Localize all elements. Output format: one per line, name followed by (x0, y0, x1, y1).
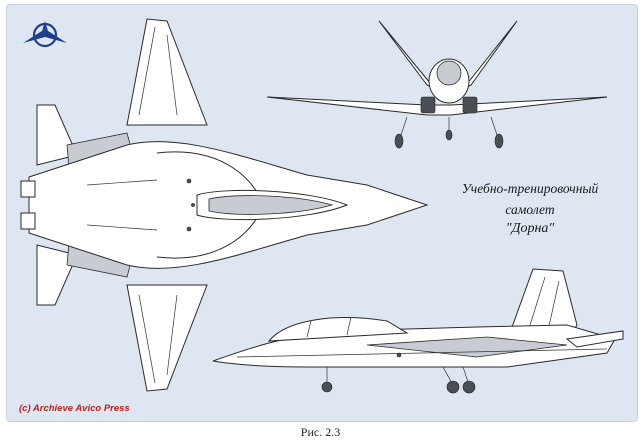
drawing-sheet: Учебно-тренировочный самолет "Дорна" (c)… (6, 4, 638, 422)
title-line-2: самолет (505, 202, 555, 217)
top-view (20, 18, 429, 392)
copyright-credit: (c) Archieve Avico Press (19, 403, 130, 414)
publisher-logo-icon (23, 21, 67, 48)
title-line-3: "Дорна" (505, 221, 555, 236)
side-view (212, 268, 624, 394)
aircraft-three-view-drawing (20, 18, 624, 394)
front-view (266, 20, 608, 149)
figure-caption: Рис. 2.3 (300, 425, 341, 439)
title-line-1: Учебно-тренировочный (461, 181, 599, 196)
